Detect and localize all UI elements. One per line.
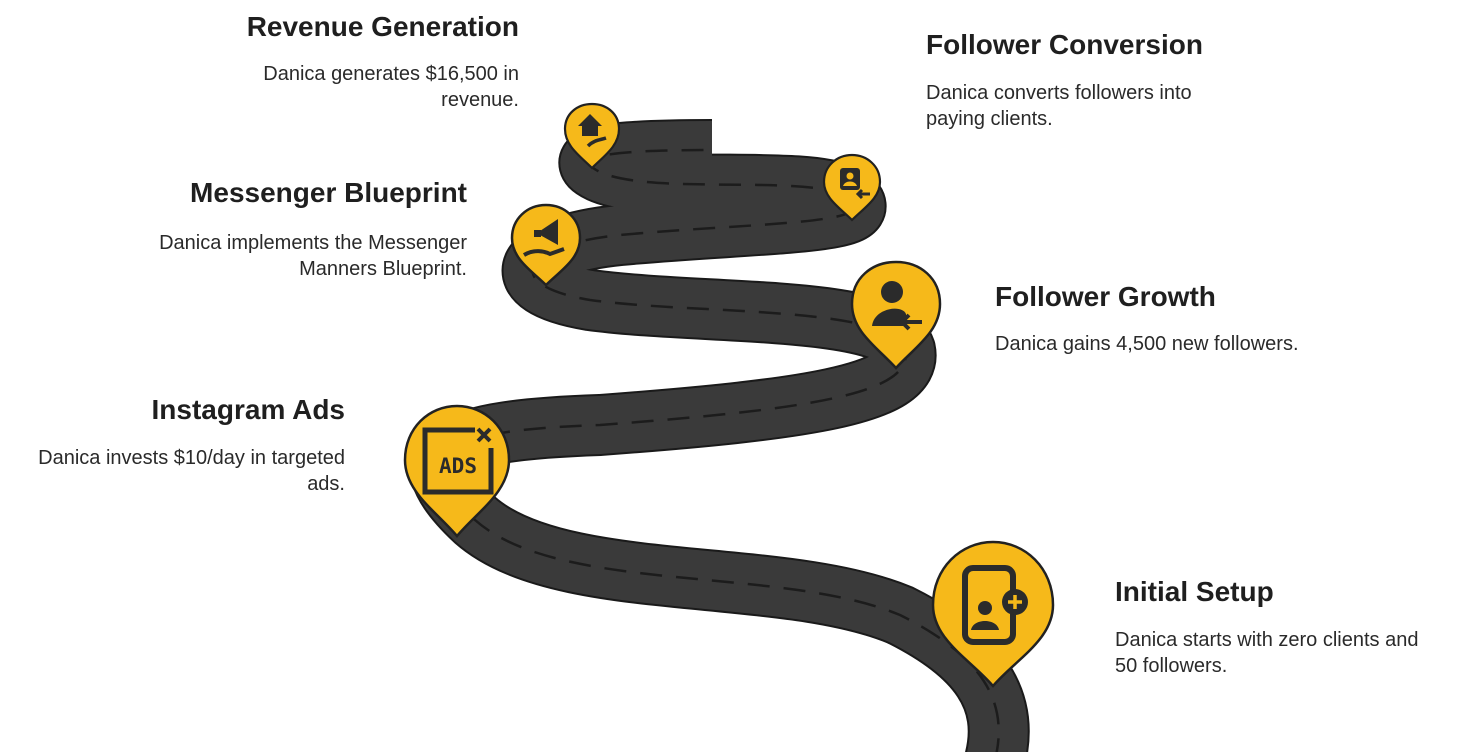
ads-icon: ADS [422, 427, 494, 495]
megaphone-hand-icon [522, 219, 565, 257]
step-description: Danica converts followers into paying cl… [926, 82, 1192, 130]
step-messenger-blueprint: Messenger Blueprint Danica implements th… [147, 176, 467, 282]
step-initial-setup: Initial Setup Danica starts with zero cl… [1115, 575, 1435, 679]
step-revenue-generation: Revenue Generation Danica generates $16,… [219, 10, 519, 113]
step-title: Messenger Blueprint [190, 177, 467, 208]
marker-follower-conversion [822, 153, 882, 222]
step-instagram-ads: Instagram Ads Danica invests $10/day in … [25, 393, 345, 497]
step-title: Follower Growth [995, 281, 1216, 312]
step-description: Danica invests $10/day in targeted ads. [38, 447, 345, 495]
marker-instagram-ads: ADS [403, 404, 511, 538]
step-title: Initial Setup [1115, 576, 1274, 607]
step-title: Instagram Ads [151, 394, 345, 425]
step-follower-growth: Follower Growth Danica gains 4,500 new f… [995, 280, 1315, 357]
marker-follower-growth [850, 260, 942, 370]
marker-messenger-blueprint [510, 203, 582, 287]
user-arrow-icon [872, 281, 922, 331]
house-hand-icon [578, 114, 607, 148]
step-description: Danica starts with zero clients and 50 f… [1115, 629, 1419, 677]
step-description: Danica implements the Messenger Manners … [159, 232, 467, 280]
step-title: Revenue Generation [246, 11, 519, 42]
phone-add-user-icon [962, 565, 1028, 645]
step-follower-conversion: Follower Conversion Danica converts foll… [926, 28, 1226, 132]
svg-text:ADS: ADS [439, 454, 477, 478]
step-description: Danica generates $16,500 in revenue. [263, 63, 519, 111]
marker-revenue-generation [563, 102, 621, 170]
step-title: Follower Conversion [926, 29, 1203, 60]
marker-initial-setup [931, 540, 1055, 688]
contact-arrow-icon [840, 168, 870, 200]
step-description: Danica gains 4,500 new followers. [995, 333, 1299, 355]
